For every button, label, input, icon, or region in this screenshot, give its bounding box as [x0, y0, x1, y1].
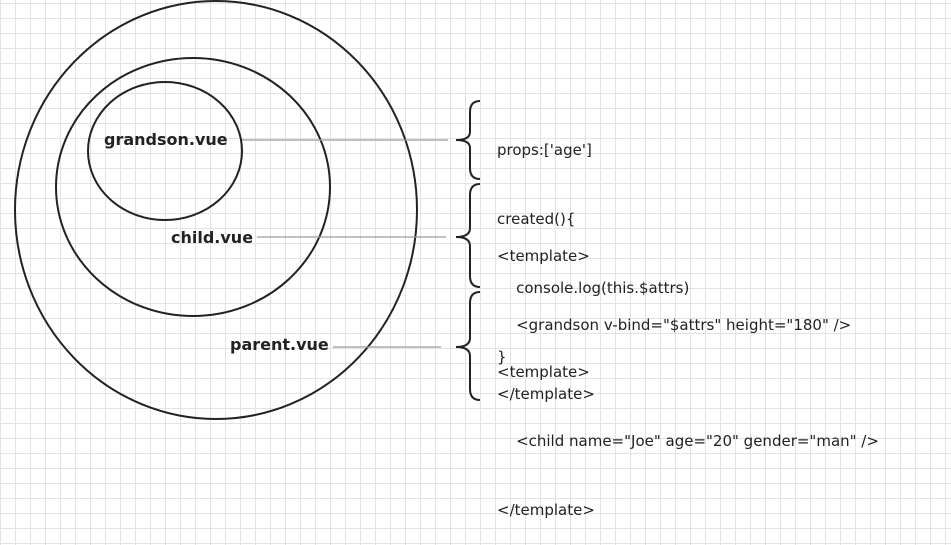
- code-line: </template>: [497, 501, 595, 519]
- child-code-block: <template> <grandson v-bind="$attrs" hei…: [497, 199, 851, 429]
- code-line: console.log(this.$attrs): [497, 279, 690, 297]
- parent-circle: [14, 0, 418, 420]
- grandson-circle: [87, 81, 243, 221]
- code-line: <grandson v-bind="$attrs" height="180" /…: [497, 316, 852, 334]
- code-line: </template>: [497, 385, 595, 403]
- parent-code-block: <template> <child name="Joe" age="20" ge…: [497, 315, 879, 545]
- child-circle: [55, 57, 331, 317]
- code-line: <child name="Joe" age="20" gender="man" …: [497, 432, 879, 450]
- code-line: created(){: [497, 210, 576, 228]
- parent-label: parent.vue: [230, 335, 329, 354]
- child-brace: [455, 183, 481, 288]
- child-label: child.vue: [171, 228, 254, 247]
- grandson-label: grandson.vue: [104, 130, 228, 149]
- code-line: <template>: [497, 363, 590, 381]
- grandson-code-block: props:['age'] created(){ console.log(thi…: [497, 93, 689, 392]
- parent-brace: [455, 291, 481, 401]
- grandson-brace: [455, 100, 481, 180]
- code-line: }: [497, 348, 507, 366]
- diagram-canvas: [14, 0, 481, 420]
- code-line: props:['age']: [497, 141, 592, 159]
- code-line: <template>: [497, 247, 590, 265]
